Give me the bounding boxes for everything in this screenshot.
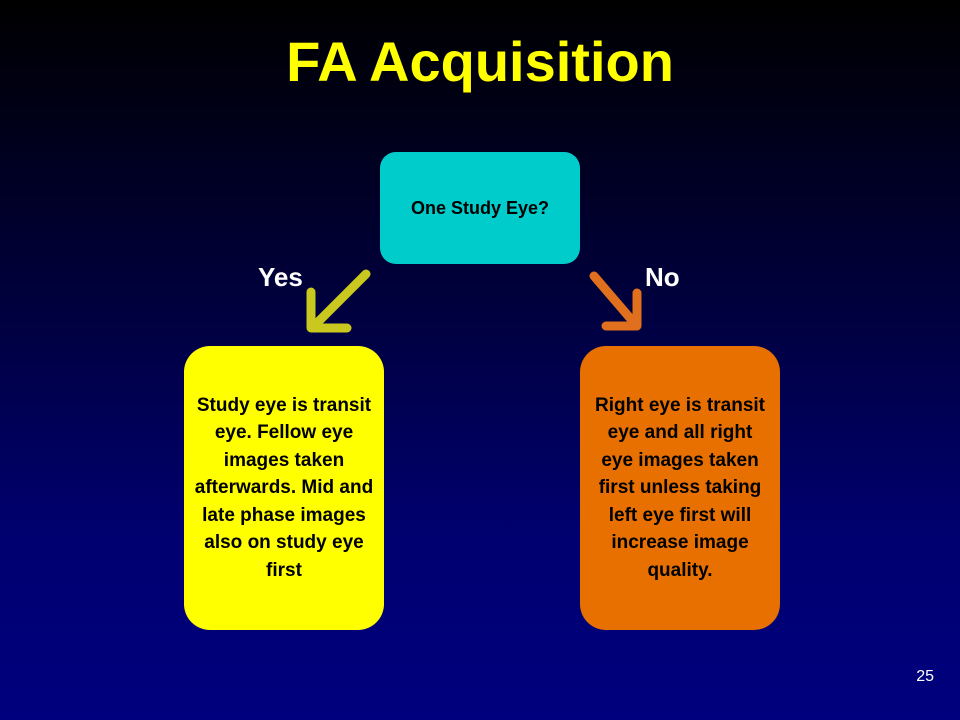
slide-title: FA Acquisition	[286, 30, 674, 93]
yes-label: Yes	[258, 262, 303, 292]
no-outcome-box: Right eye is transit eye and all right e…	[580, 346, 780, 630]
no-outcome-text: Right eye is transit eye and all right e…	[595, 394, 765, 581]
no-label: No	[645, 262, 680, 292]
decision-question: One Study Eye?	[410, 197, 550, 218]
yes-outcome-text: Study eye is transit eye. Fellow eye ima…	[194, 394, 374, 581]
yes-outcome-box: Study eye is transit eye. Fellow eye ima…	[184, 346, 384, 630]
arrow-down-left-icon	[306, 269, 371, 333]
decision-box: One Study Eye?	[380, 152, 580, 264]
arrow-down-right-icon	[589, 271, 642, 331]
page-number: 25	[916, 668, 934, 685]
